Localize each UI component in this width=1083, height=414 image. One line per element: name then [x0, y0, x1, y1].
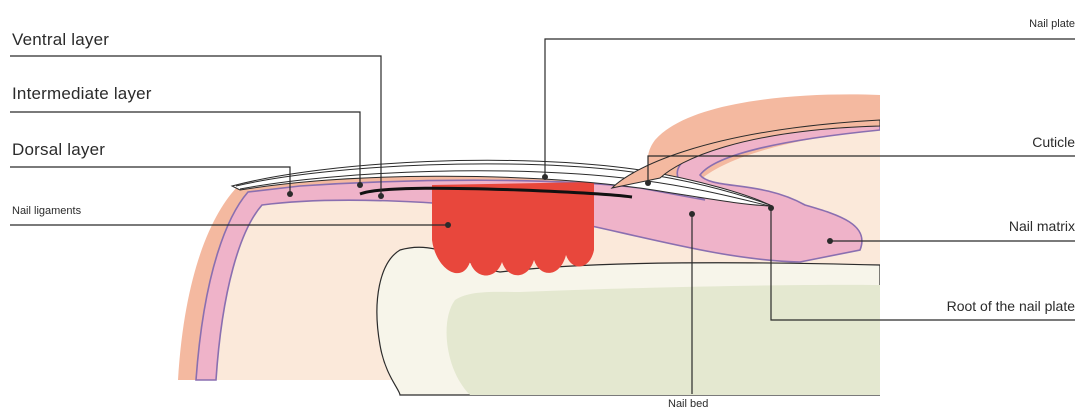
dot-nail-bed — [689, 211, 695, 217]
label-dorsal-layer: Dorsal layer — [12, 140, 105, 160]
label-root-of-nail-plate: Root of the nail plate — [947, 298, 1075, 314]
dot-root-of-nail-plate — [768, 205, 774, 211]
label-ventral-layer: Ventral layer — [12, 30, 109, 50]
label-nail-matrix: Nail matrix — [1009, 218, 1075, 234]
dot-dorsal-layer — [287, 191, 293, 197]
label-nail-ligaments: Nail ligaments — [12, 205, 81, 217]
label-nail-plate: Nail plate — [1029, 18, 1075, 30]
nail-ligaments — [432, 182, 594, 276]
dot-cuticle — [645, 180, 651, 186]
dot-nail-matrix — [827, 238, 833, 244]
bone-marrow — [447, 285, 880, 395]
dot-nail-plate — [542, 174, 548, 180]
label-intermediate-layer: Intermediate layer — [12, 84, 152, 104]
label-nail-bed: Nail bed — [668, 398, 708, 410]
dot-intermediate-layer — [357, 182, 363, 188]
dot-ventral-layer — [378, 193, 384, 199]
label-cuticle: Cuticle — [1032, 134, 1075, 150]
dot-nail-ligaments — [445, 222, 451, 228]
